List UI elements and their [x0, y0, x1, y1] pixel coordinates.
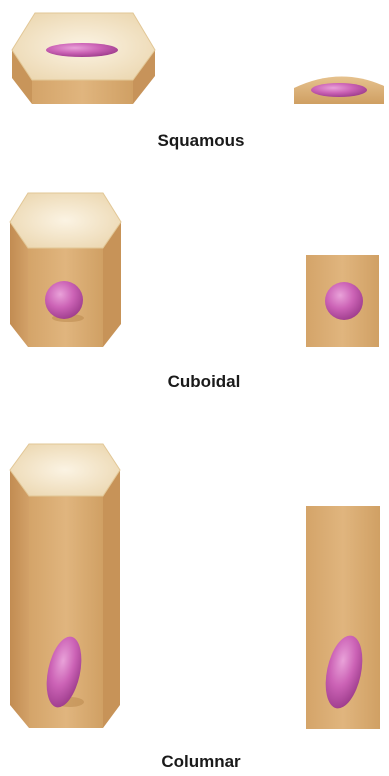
squamous-3d-front-face [32, 80, 133, 104]
columnar-3d-right-face [103, 470, 120, 728]
cuboidal-section-nucleus [325, 282, 363, 320]
squamous-section-nucleus [311, 83, 367, 97]
columnar-3d-top-face [9, 443, 121, 497]
columnar-3d-front-face [29, 496, 103, 728]
cuboidal-cell-section [306, 255, 379, 347]
columnar-label: Columnar [161, 752, 241, 771]
squamous-cell-section [294, 76, 384, 104]
squamous-label: Squamous [157, 131, 245, 150]
cuboidal-3d-right-face [103, 222, 121, 347]
cuboidal-3d-left-face [10, 222, 28, 347]
columnar-3d-left-face [10, 470, 29, 728]
squamous-3d-nucleus [46, 43, 118, 57]
cuboidal-label: Cuboidal [167, 372, 241, 391]
cuboidal-cell-3d [9, 192, 122, 347]
cuboidal-3d-top-face [9, 192, 122, 249]
columnar-3d-nucleus [46, 636, 82, 708]
columnar-cell-section [306, 506, 380, 729]
columnar-cell-3d [9, 443, 121, 728]
squamous-cell-3d [11, 12, 156, 104]
squamous-3d-left-face [12, 50, 32, 104]
squamous-3d-right-face [133, 50, 155, 104]
cuboidal-3d-nucleus [45, 281, 83, 319]
columnar-section-nucleus [325, 635, 363, 709]
